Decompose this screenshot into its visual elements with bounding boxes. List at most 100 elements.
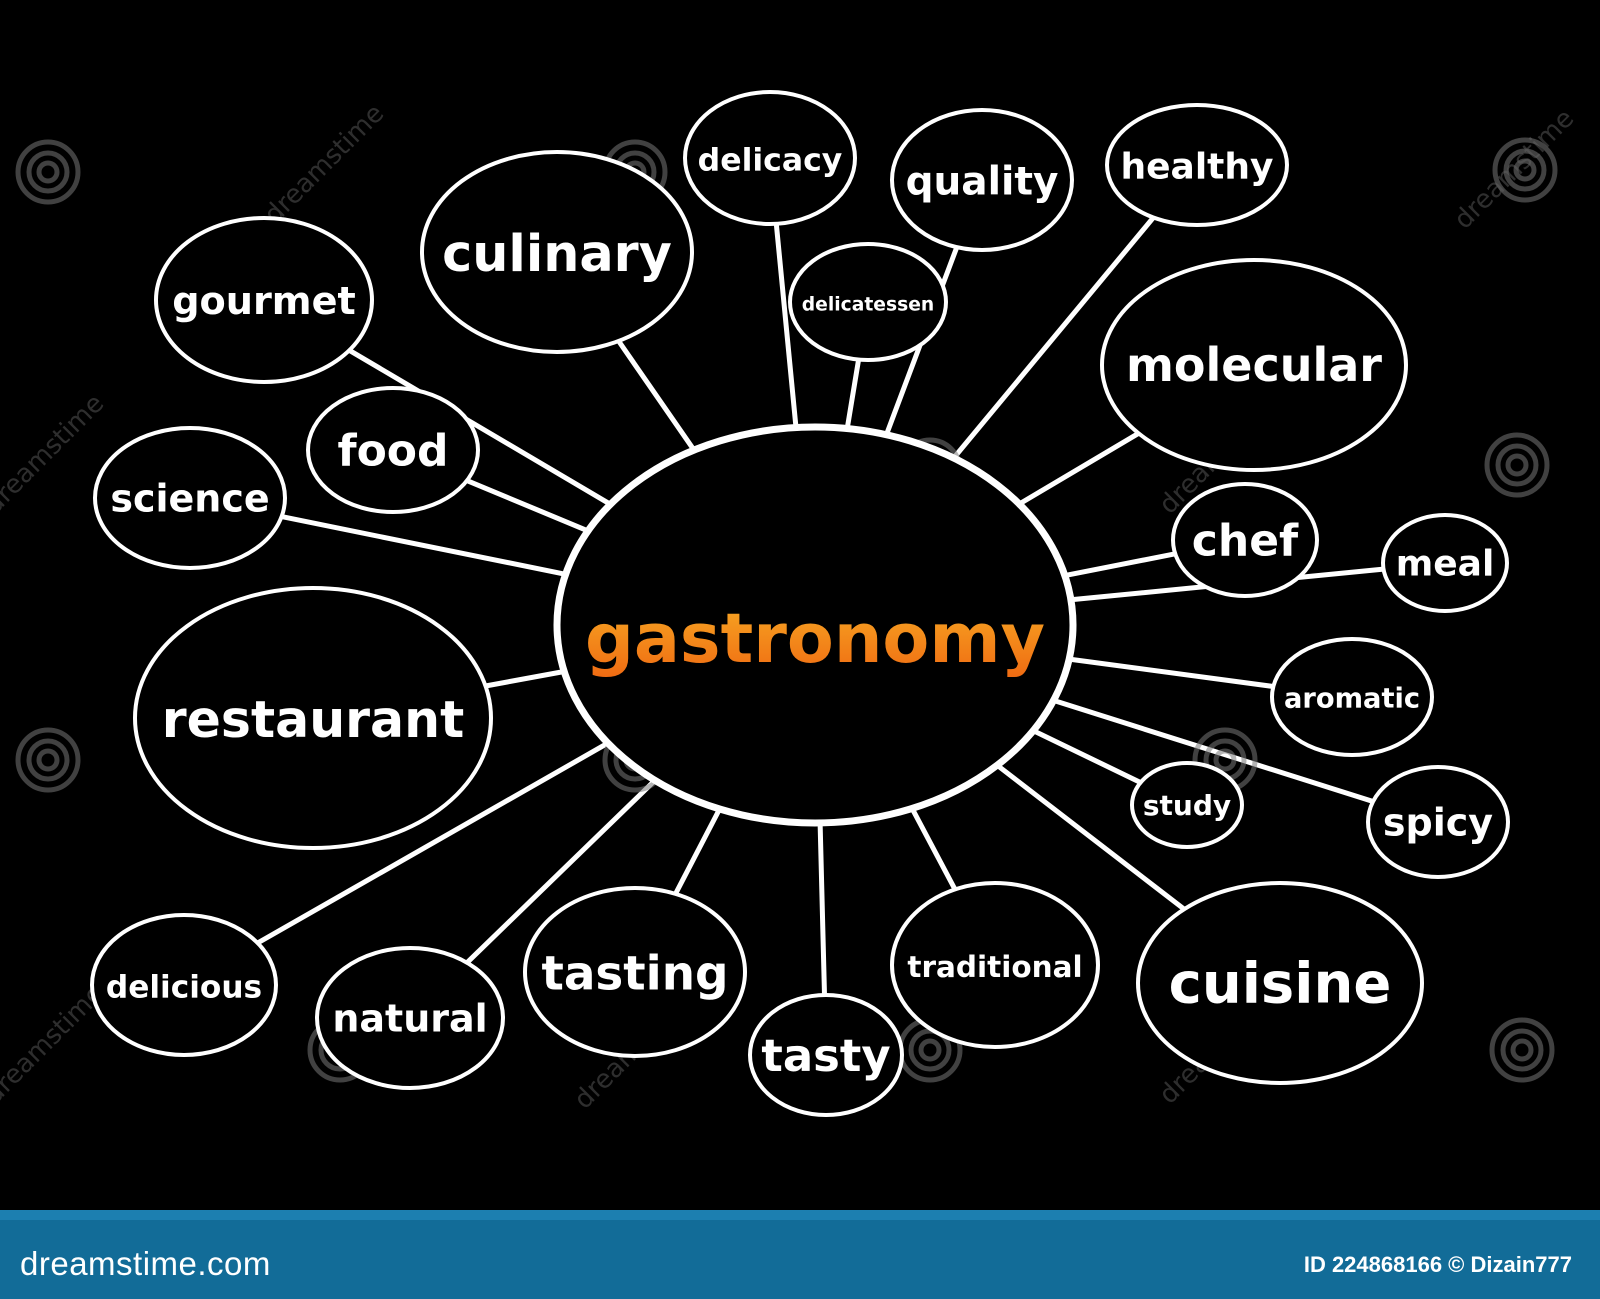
bubble-aromatic [1270, 637, 1434, 757]
label-delicatessen: delicatessen [802, 294, 934, 315]
connector-chef [1062, 551, 1178, 579]
bubble-food [306, 386, 480, 514]
bubble-molecular [1100, 258, 1408, 472]
node-gourmet: gourmet [154, 216, 374, 384]
footer-accent [0, 1210, 1600, 1220]
label-tasting: tasting [541, 948, 728, 1002]
bubble-natural [315, 946, 505, 1090]
label-quality: quality [906, 160, 1059, 205]
node-restaurant: restaurant [133, 586, 493, 850]
node-traditional: traditional [890, 881, 1100, 1049]
node-aromatic: aromatic [1270, 637, 1434, 757]
bubble-delicatessen [788, 242, 948, 362]
label-molecular: molecular [1126, 338, 1382, 392]
connector-healthy [951, 215, 1156, 461]
node-delicious: delicious [90, 913, 278, 1057]
label-gourmet: gourmet [172, 280, 356, 324]
connector-food [464, 478, 591, 534]
node-tasty: tasty [748, 993, 904, 1117]
connector-gourmet [346, 347, 613, 507]
node-healthy: healthy [1105, 103, 1289, 227]
bubble-tasty [748, 993, 904, 1117]
watermark-spiral-icon [15, 727, 81, 793]
bubble-science [93, 426, 287, 570]
label-healthy: healthy [1121, 146, 1274, 187]
node-delicatessen: delicatessen [788, 242, 948, 362]
label-traditional: traditional [907, 950, 1082, 984]
node-food: food [306, 386, 480, 514]
connector-molecular [1016, 430, 1142, 507]
central-node: gastronomy [553, 423, 1077, 827]
connector-delicatessen [844, 357, 862, 432]
label-restaurant: restaurant [162, 690, 464, 749]
bubble-tasting [523, 886, 747, 1058]
watermark-spiral-icon [15, 139, 81, 205]
label-tasty: tasty [761, 1029, 890, 1082]
central-label: gastronomy [585, 600, 1045, 679]
bubble-restaurant [133, 586, 493, 850]
bubble-culinary [420, 150, 694, 354]
bubble-gourmet [154, 216, 374, 384]
label-aromatic: aromatic [1284, 684, 1420, 715]
connector-science [279, 514, 569, 577]
label-food: food [337, 425, 448, 476]
bubble-meal [1381, 513, 1509, 613]
node-delicacy: delicacy [683, 90, 857, 226]
footer-bar: dreamstime.com ID 224868166 © Dizain777 [0, 1210, 1600, 1299]
connector-natural [464, 777, 658, 966]
node-molecular: molecular [1100, 258, 1408, 472]
connector-delicious [255, 740, 611, 946]
bubble-traditional [890, 881, 1100, 1049]
label-delicacy: delicacy [698, 143, 843, 179]
node-tasting: tasting [523, 886, 747, 1058]
node-quality: quality [890, 108, 1074, 252]
node-science: science [93, 426, 287, 570]
label-meal: meal [1396, 544, 1495, 585]
watermark-text: dreamstime [259, 99, 391, 231]
watermark-spiral-icon [1484, 432, 1550, 498]
watermark-spiral-icon [1489, 1017, 1555, 1083]
node-chef: chef [1171, 482, 1319, 598]
connector-cuisine [994, 762, 1187, 912]
bubble-layer: delicacy quality healthy culinary gourmet del… [90, 90, 1510, 1117]
connector-aromatic [1066, 656, 1276, 689]
node-culinary: culinary [420, 150, 694, 354]
watermark-text: dreamstime [1449, 104, 1581, 236]
connector-tasting [673, 806, 723, 897]
bubble-delicious [90, 913, 278, 1057]
connector-spicy [1051, 697, 1376, 804]
node-meal: meal [1381, 513, 1509, 613]
label-delicious: delicious [106, 970, 262, 1006]
watermark-spiral-icon [1492, 137, 1558, 203]
bubble-healthy [1105, 103, 1289, 227]
label-spicy: spicy [1383, 800, 1493, 844]
connector-restaurant [483, 669, 567, 689]
node-study: study [1130, 761, 1244, 849]
label-culinary: culinary [442, 224, 672, 283]
connector-culinary [616, 338, 697, 453]
connector-delicacy [773, 221, 799, 430]
node-spicy: spicy [1366, 765, 1510, 879]
bubble-delicacy [683, 90, 857, 226]
connector-traditional [909, 805, 958, 892]
bubble-study [1130, 761, 1244, 849]
label-science: science [110, 476, 269, 520]
central-bubble [553, 423, 1077, 827]
footer-logo: dreamstime.com [20, 1245, 271, 1282]
connector-lines [255, 215, 1386, 998]
connector-study [1030, 728, 1143, 785]
label-cuisine: cuisine [1169, 952, 1392, 1017]
node-cuisine: cuisine [1136, 881, 1424, 1085]
bubble-chef [1171, 482, 1319, 598]
label-chef: chef [1192, 515, 1299, 566]
bubble-cuisine [1136, 881, 1424, 1085]
label-natural: natural [332, 996, 487, 1040]
connector-tasty [817, 820, 827, 998]
bubble-spicy [1366, 765, 1510, 879]
bubble-quality [890, 108, 1074, 252]
image-id-credit: ID 224868166 © Dizain777 [1303, 1252, 1572, 1277]
node-natural: natural [315, 946, 505, 1090]
label-study: study [1143, 789, 1231, 822]
